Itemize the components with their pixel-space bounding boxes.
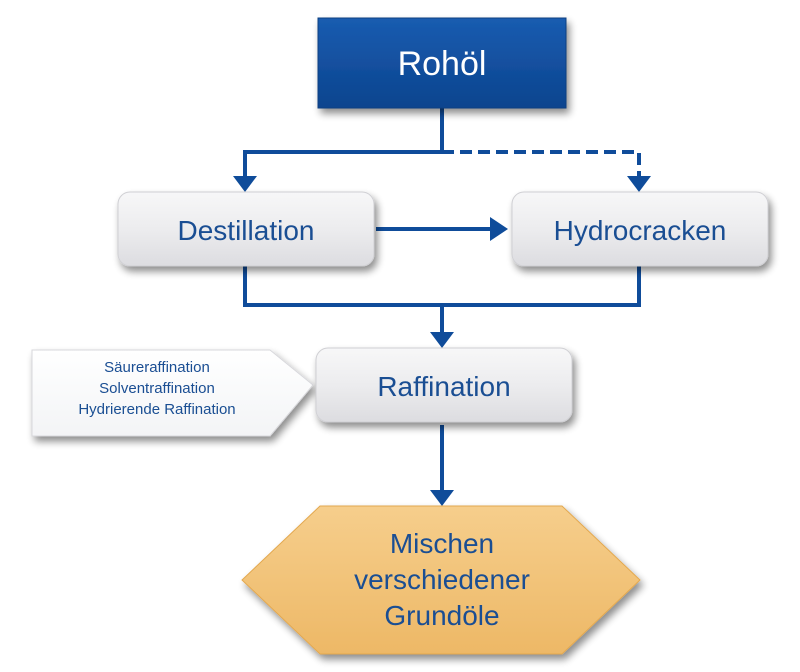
refining-method-1: Säureraffination xyxy=(104,359,210,376)
connector-to-hydrocracken-dashed xyxy=(442,150,641,178)
node-hydrocracken xyxy=(511,191,769,267)
node-raffination xyxy=(315,347,573,423)
connectors xyxy=(243,108,641,493)
refining-method-3: Hydrierende Raffination xyxy=(78,401,235,418)
arrowhead-right xyxy=(490,217,508,241)
connector-to-destillation xyxy=(243,150,442,178)
refining-method-2: Solventraffination xyxy=(99,380,215,397)
node-mischen-line-2: verschiedener xyxy=(354,564,530,595)
connector-hydrocracken-down xyxy=(442,265,641,307)
arrowhead-raffination xyxy=(430,332,454,348)
node-destillation xyxy=(117,191,375,267)
refining-methods-callout xyxy=(31,349,314,437)
node-mischen-line-3: Grundöle xyxy=(384,600,499,631)
node-destillation-label: Destillation xyxy=(178,215,315,246)
node-raffination-label: Raffination xyxy=(377,371,510,402)
node-mischen-line-1: Mischen xyxy=(390,528,494,559)
node-hydrocracken-label: Hydrocracken xyxy=(554,215,727,246)
node-mischen xyxy=(241,505,641,655)
arrowhead-mischen xyxy=(430,490,454,506)
node-rohoel xyxy=(317,17,567,109)
arrowhead-hydrocracken xyxy=(627,176,651,192)
node-rohoel-label: Rohöl xyxy=(398,45,487,83)
arrowhead-destillation xyxy=(233,176,257,192)
connector-destillation-down xyxy=(243,265,442,307)
arrowheads xyxy=(233,176,651,506)
